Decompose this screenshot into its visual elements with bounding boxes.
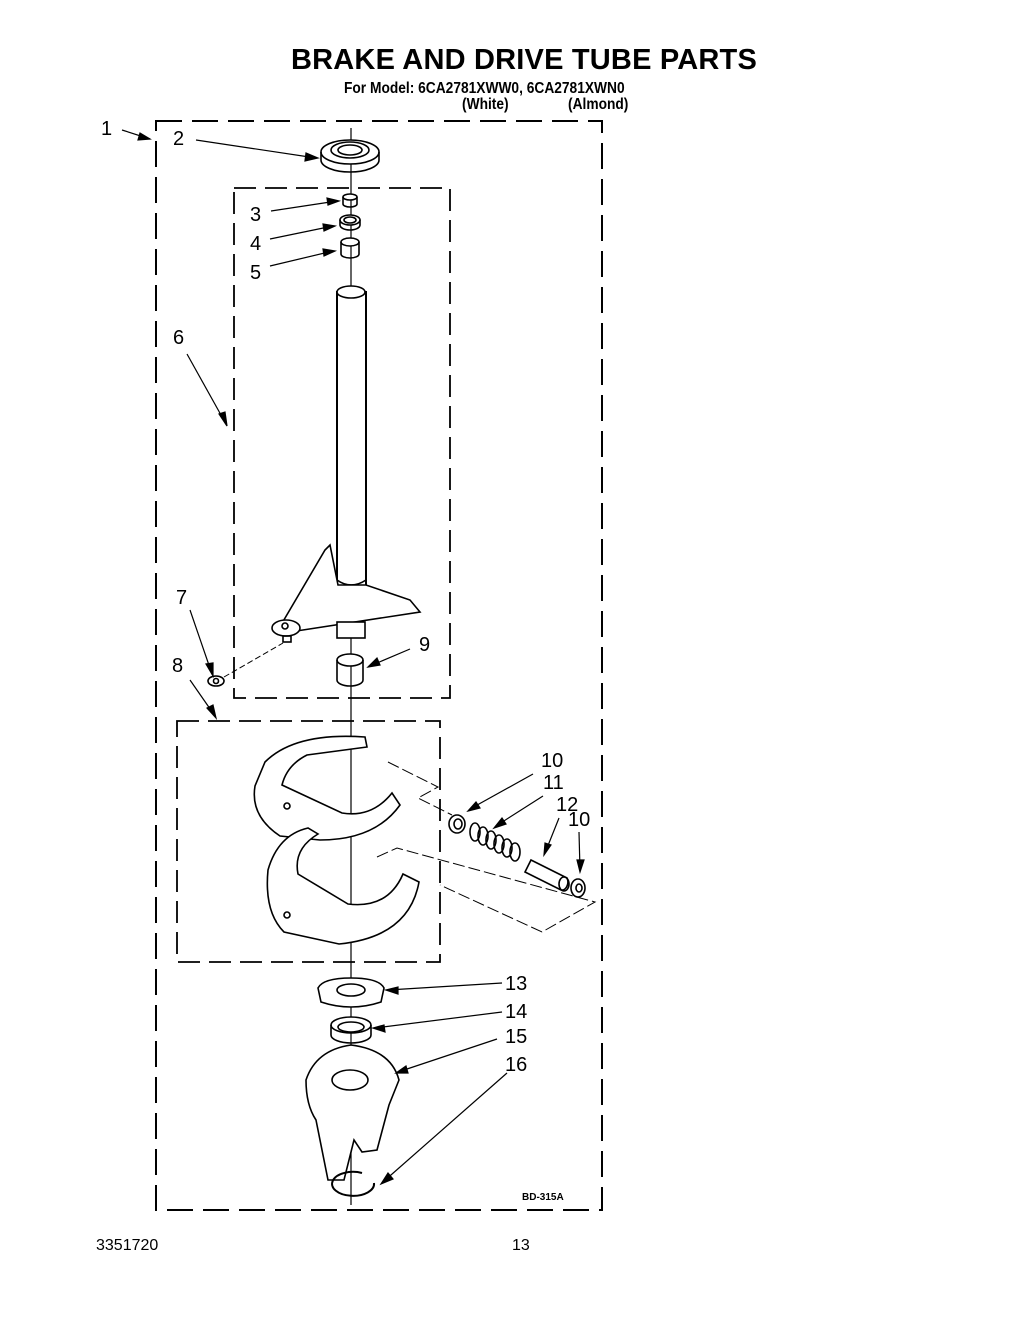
callout-3: 3 [250, 204, 262, 226]
variant-almond-label: (Almond) [568, 96, 629, 113]
pin-icon [523, 858, 570, 892]
brake-lever-icon [305, 1044, 400, 1181]
bushing-lower-icon [336, 653, 364, 687]
callout-12: 12 [556, 794, 579, 816]
brake-shoe-lower-icon [266, 827, 420, 945]
callout-16: 16 [505, 1054, 528, 1076]
callout-14: 14 [505, 1001, 528, 1023]
assembly-1-boundary [155, 120, 603, 1211]
callout-11: 11 [543, 772, 564, 794]
retaining-ring-icon [331, 1170, 376, 1197]
brake-shoe-upper-icon [253, 735, 401, 841]
nut-icon [207, 642, 284, 687]
callout-10b: 10 [568, 809, 591, 831]
callout-4: 4 [250, 233, 262, 255]
document-number: 3351720 [96, 1237, 159, 1254]
seal-icon [339, 214, 361, 231]
bushing-icon [340, 237, 360, 259]
assembly-8-boundary [176, 720, 441, 963]
washer-icon [448, 814, 466, 834]
page-number: 13 [512, 1237, 530, 1254]
leader-lines [121, 129, 585, 1186]
callout-8: 8 [172, 655, 184, 677]
drive-tube-icon [271, 285, 422, 643]
callout-1: 1 [101, 118, 113, 140]
cam-icon [317, 977, 385, 1008]
bearing-icon [320, 139, 380, 173]
callout-9: 9 [419, 634, 431, 656]
callout-10a: 10 [541, 750, 564, 772]
model-numbers: For Model: 6CA2781XWW0, 6CA2781XWN0 [344, 80, 625, 97]
diagram-code: BD-315A [522, 1192, 564, 1203]
callout-7: 7 [176, 587, 188, 609]
assembly-6-boundary [233, 187, 451, 699]
callout-15: 15 [505, 1026, 528, 1048]
callout-13: 13 [505, 973, 528, 995]
bushing-top-icon [342, 193, 358, 208]
spring-icon [469, 822, 521, 862]
washer-icon [570, 878, 586, 898]
page-title: BRAKE AND DRIVE TUBE PARTS [291, 44, 757, 76]
callout-6: 6 [173, 327, 185, 349]
spring-pin-guide-lines [376, 761, 597, 933]
variant-white-label: (White) [462, 96, 509, 113]
clutch-spring-icon [330, 1016, 372, 1044]
callout-2: 2 [173, 128, 185, 150]
callout-5: 5 [250, 262, 262, 284]
